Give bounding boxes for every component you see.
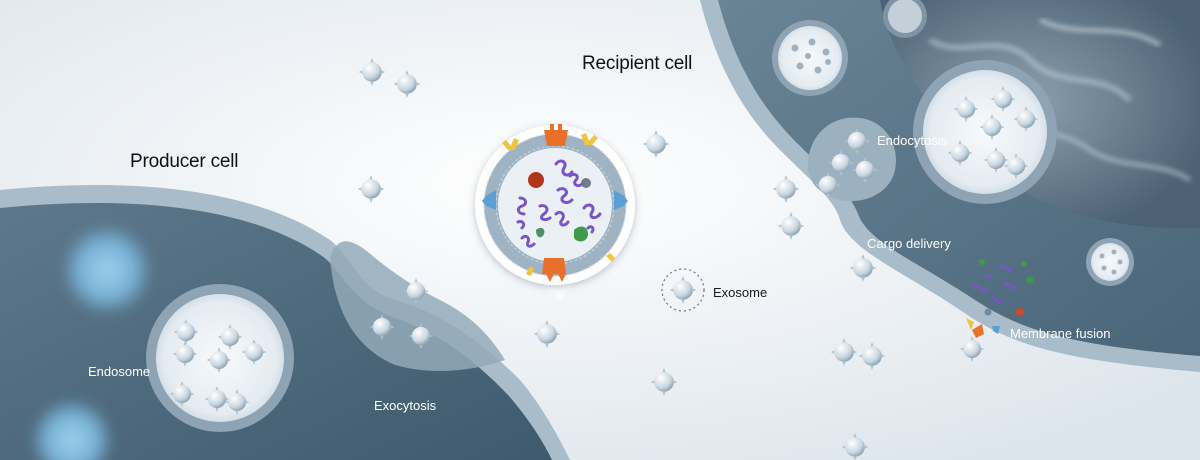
orange-receptor-bottom xyxy=(542,258,566,282)
exosome-cargo xyxy=(516,159,602,248)
blurred-organelle xyxy=(30,398,114,460)
blurred-organelle xyxy=(61,224,153,316)
exocytosis-pocket xyxy=(330,241,505,372)
blue-receptors xyxy=(482,190,628,210)
exosome-label: Exosome xyxy=(713,285,768,300)
zoomed-exosome xyxy=(475,124,635,300)
exosome-callout xyxy=(661,268,705,312)
cargo-delivery-label: Cargo delivery xyxy=(867,236,951,251)
exocytosis-label: Exocytosis xyxy=(374,398,437,413)
released-cargo xyxy=(970,259,1034,316)
yellow-receptors xyxy=(502,133,615,276)
recipient-cell xyxy=(700,0,1200,372)
producer-cell xyxy=(0,185,570,460)
endosome-label: Endosome xyxy=(88,364,151,379)
recipient-cell-label: Recipient cell xyxy=(582,53,693,74)
membrane-fusion-label: Membrane fusion xyxy=(1010,326,1111,341)
endocytosis-label: Endocytosis xyxy=(877,133,948,148)
producer-cell-label: Producer cell xyxy=(130,151,239,172)
orange-receptor-top xyxy=(544,124,568,146)
fusion-receptors xyxy=(966,318,1000,338)
